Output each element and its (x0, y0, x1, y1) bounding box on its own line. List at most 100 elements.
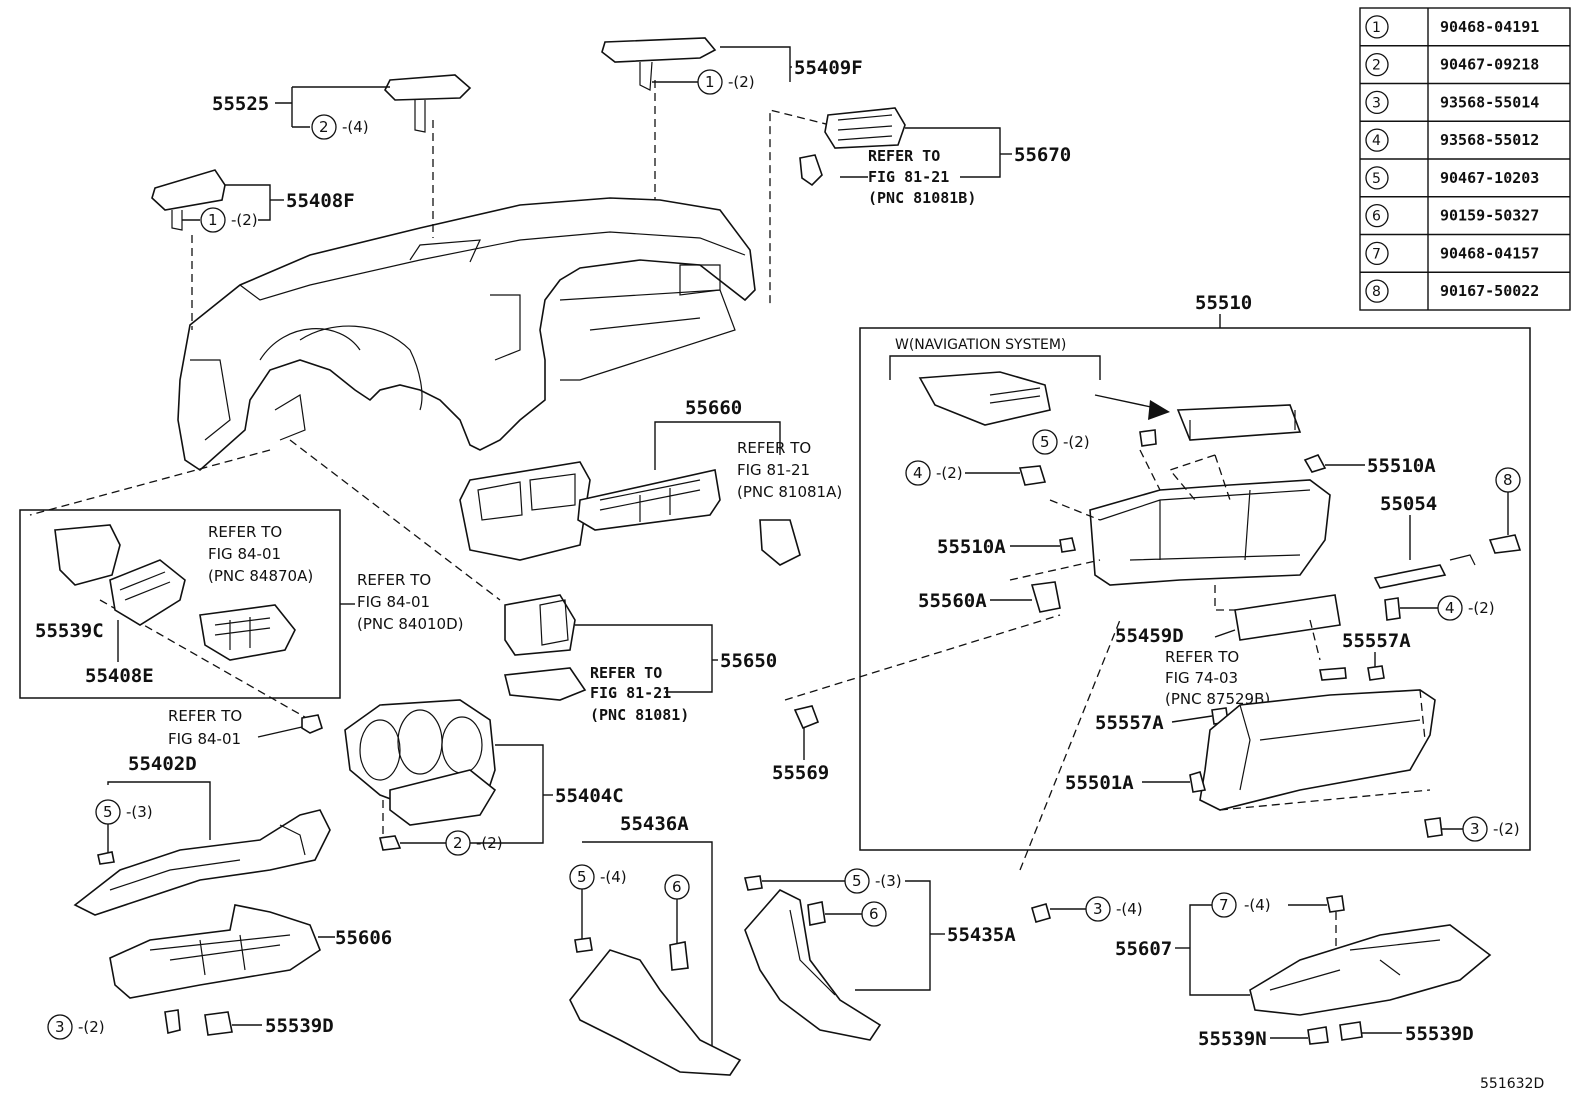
table-key-circle (1365, 279, 1389, 303)
label-55539N: 55539N (1198, 1028, 1267, 1050)
label-55510A-top: 55510A (1367, 455, 1436, 477)
table-key: 1 (1372, 20, 1381, 36)
label-55510A-mid: 55510A (937, 536, 1006, 558)
glove-box-group: 55510 W(NAVIGATION SYSTEM) 5 -(2) 4 -(2)… (859, 292, 1531, 851)
qty-glove-3: -(2) (1493, 820, 1520, 838)
svg-text:7: 7 (1219, 896, 1229, 914)
ref-glove-l2: FIG 74-03 (1165, 669, 1238, 687)
table-key-circle (1365, 52, 1389, 77)
label-55404C: 55404C (555, 785, 624, 807)
ref-left-l1: REFER TO (168, 707, 242, 725)
callout-3b: 3 (1085, 896, 1111, 922)
ref-inset1-l3: (PNC 84870A) (208, 567, 313, 585)
callout-1b: 1 (200, 207, 226, 233)
callout-6b: 6 (861, 901, 887, 927)
part-55607: 7 -(4) 55607 55539N 55539D (1115, 892, 1492, 1050)
svg-text:1: 1 (705, 73, 715, 91)
table-key: 3 (1372, 95, 1381, 111)
label-55557A-right: 55557A (1342, 630, 1411, 652)
table-key: 7 (1372, 246, 1381, 262)
qty-nav-5: -(2) (1063, 433, 1090, 451)
part-55409F: 55409F 1 -(2) (601, 37, 863, 95)
part-55569: 55569 (772, 705, 829, 784)
table-part-number: 90468-04157 (1440, 244, 1539, 262)
qty-55436A-5: -(4) (600, 868, 627, 886)
label-55435A: 55435A (947, 924, 1016, 946)
table-key-circle (1365, 166, 1389, 190)
qty-55409F-1: -(2) (728, 73, 755, 91)
qty-55606-3: -(2) (78, 1018, 105, 1036)
label-55606: 55606 (335, 927, 392, 949)
table-part-number: 90467-09218 (1440, 56, 1539, 74)
label-55054: 55054 (1380, 493, 1437, 515)
svg-text:2: 2 (319, 118, 329, 136)
callout-6: 6 (664, 874, 690, 900)
instrument-panel (177, 197, 756, 472)
label-55402D: 55402D (128, 753, 197, 775)
callout-7: 7 (1211, 892, 1237, 918)
svg-text:5: 5 (852, 872, 862, 890)
qty-55404C-2: -(2) (476, 834, 503, 852)
part-55660: 55660 REFER TO FIG 81-21 (PNC 81081A) (459, 397, 842, 566)
ref-inset2-l3: (PNC 84010D) (357, 615, 463, 633)
table-key: 2 (1372, 58, 1381, 74)
label-55501A: 55501A (1065, 772, 1134, 794)
table-key-circle (1365, 241, 1389, 266)
ref-55670-l3: (PNC 81081B) (868, 189, 976, 207)
ref-inset1-l1: REFER TO (208, 523, 282, 541)
qty-55402D-5: -(3) (126, 803, 153, 821)
ref-55650-l1: REFER TO (590, 664, 662, 682)
table-key: 8 (1372, 284, 1381, 300)
label-55650: 55650 (720, 650, 777, 672)
table-part-number: 90167-50022 (1440, 282, 1539, 300)
part-55650: 55650 REFER TO FIG 81-21 (PNC 81081) (504, 594, 777, 724)
diagram-code: 551632D (1480, 1076, 1544, 1092)
label-55539D-left: 55539D (265, 1015, 334, 1037)
qty-55607-7: -(4) (1244, 896, 1271, 914)
ref-inset2-l2: FIG 84-01 (357, 593, 430, 611)
label-55525: 55525 (212, 93, 269, 115)
callout-1: 1 (697, 69, 723, 95)
label-55409F: 55409F (794, 57, 863, 79)
table-key-circle (1365, 90, 1389, 115)
label-55408F: 55408F (286, 190, 355, 212)
label-55560A: 55560A (918, 590, 987, 612)
table-part-number: 90467-10203 (1440, 169, 1539, 187)
svg-text:5: 5 (1040, 433, 1050, 451)
ref-55660-l3: (PNC 81081A) (737, 483, 842, 501)
callout-4: 4 (905, 460, 931, 486)
label-55510: 55510 (1195, 292, 1252, 314)
ref-glove-l3: (PNC 87529B) (1165, 690, 1270, 708)
part-55408F: 55408F 1 -(2) (151, 169, 355, 233)
qty-55435A-5: -(3) (875, 872, 902, 890)
ref-55660-l2: FIG 81-21 (737, 461, 810, 479)
table-key: 4 (1372, 133, 1381, 149)
qty-lower-3: -(4) (1116, 900, 1143, 918)
part-55606: 55606 3 -(2) 55539D (47, 904, 392, 1040)
svg-text:3: 3 (1470, 820, 1480, 838)
label-55539C: 55539C (35, 620, 104, 642)
ref-55650-l3: (PNC 81081) (590, 706, 689, 724)
label-55607: 55607 (1115, 938, 1172, 960)
ref-glove-l1: REFER TO (1165, 648, 1239, 666)
svg-text:5: 5 (577, 868, 587, 886)
svg-text:1: 1 (208, 211, 218, 229)
ref-left-l2: FIG 84-01 (168, 730, 241, 748)
label-55436A: 55436A (620, 813, 689, 835)
table-part-number: 93568-55012 (1440, 131, 1539, 149)
svg-text:4: 4 (913, 464, 923, 482)
part-55435A: 5 -(3) 55435A 6 (744, 868, 1016, 1041)
part-55404C: 55404C 2 -(2) (344, 699, 624, 856)
table-key: 6 (1372, 209, 1381, 225)
table-part-number: 90159-50327 (1440, 207, 1539, 225)
label-55670: 55670 (1014, 144, 1071, 166)
ref-inset2-l1: REFER TO (357, 571, 431, 589)
callout-8: 8 (1495, 467, 1521, 493)
label-55539D-right: 55539D (1405, 1023, 1474, 1045)
table-key-circle (1365, 128, 1389, 152)
table-key-circle (1365, 203, 1389, 228)
svg-text:3: 3 (1093, 900, 1103, 918)
part-55436A: 55436A 5 -(4) 6 (569, 813, 742, 1076)
